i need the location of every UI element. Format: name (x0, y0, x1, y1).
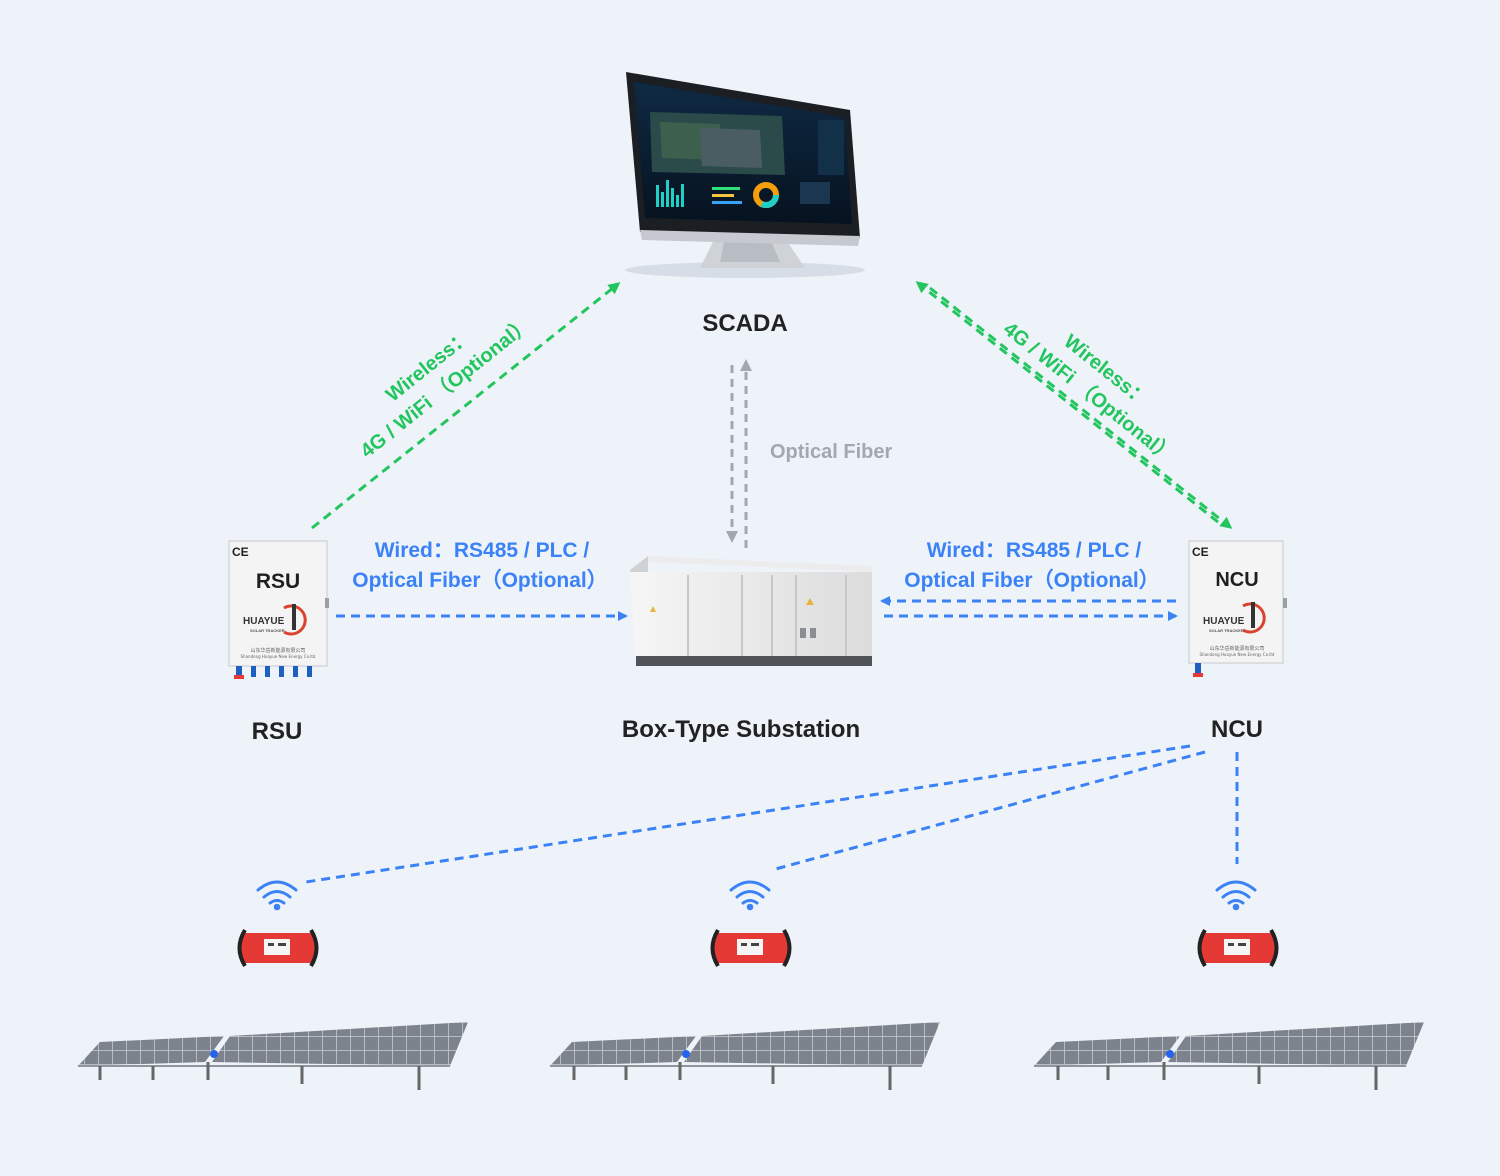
control-box-icon: CE NCU HUAYUE SOLAR TRACKER 山东华岳新能源有限公司 … (1188, 540, 1287, 677)
wired-right-label-2: Optical Fiber（Optional） (904, 568, 1160, 592)
tracker-controller-icon (1197, 928, 1279, 968)
tracker-unit-1 (78, 880, 468, 1090)
rsu-company-cn: 山东华岳新能源有限公司 (250, 647, 305, 654)
tracker-controller-icon (710, 928, 792, 968)
wireless-link-ncu (915, 281, 1233, 529)
ncu-brand: HUAYUE (1203, 616, 1245, 627)
optical-fiber-link (726, 359, 752, 548)
control-box-icon: CE RSU HUAYUE SOLAR TRACKER 山东华岳新能源有限公司 … (228, 540, 329, 679)
ncu-ce-mark: CE (1192, 545, 1209, 559)
ncu-box-text: NCU (1215, 569, 1258, 591)
wifi-icon (729, 880, 771, 911)
substation-label: Box-Type Substation (622, 716, 860, 743)
rsu-company-en: Shandong Huayue New Energy Co.ltd (241, 654, 316, 659)
ncu-label: NCU (1211, 716, 1263, 743)
solar-panel-icon (550, 1022, 940, 1090)
rsu-ce-mark: CE (232, 545, 249, 559)
ncu-company-cn: 山东华岳新能源有限公司 (1209, 645, 1264, 652)
tracker-unit-2 (550, 880, 940, 1090)
rsu-box-text: RSU (256, 570, 300, 593)
wired-right-label-1: Wired：RS485 / PLC / (927, 539, 1142, 562)
ncu-tracker-links (305, 744, 1239, 884)
tracker-unit-3 (1034, 880, 1424, 1090)
wifi-icon (1215, 880, 1257, 911)
rsu-brand: HUAYUE (243, 616, 285, 627)
wireless-link-rsu (311, 282, 621, 530)
rsu-brand-sub: SOLAR TRACKER (250, 628, 285, 633)
tracker-controller-icon (237, 928, 319, 968)
rsu-label: RSU (252, 718, 303, 745)
wired-link-ncu (880, 596, 1178, 621)
wired-left-label-1: Wired：RS485 / PLC / (375, 539, 590, 562)
optical-fiber-label: Optical Fiber (770, 441, 892, 463)
solar-panel-icon (78, 1022, 468, 1090)
solar-panel-icon (1034, 1022, 1424, 1090)
scada-label: SCADA (702, 310, 787, 337)
substation-icon (630, 556, 872, 666)
ncu-brand-sub: SOLAR TRACKER (1209, 628, 1244, 633)
monitor-icon (625, 72, 865, 278)
wired-left-label-2: Optical Fiber（Optional） (352, 568, 608, 592)
wifi-icon (256, 880, 298, 911)
ncu-company-en: Shandong Huayue New Energy Co.ltd (1200, 652, 1275, 657)
